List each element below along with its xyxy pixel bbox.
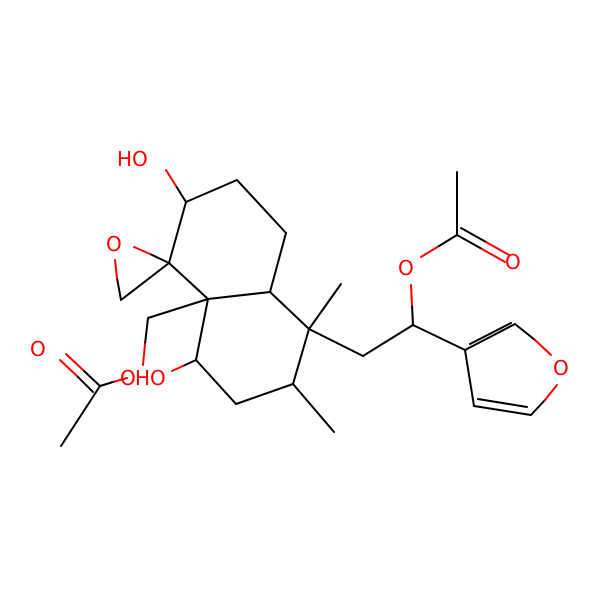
bond	[147, 298, 209, 319]
carbonyl-oxygen-label: O	[30, 337, 46, 361]
bond	[236, 179, 287, 234]
bond	[142, 343, 146, 366]
bond	[168, 262, 209, 300]
hetero-bonds	[59, 169, 558, 416]
bond	[534, 339, 552, 356]
bond	[292, 383, 335, 433]
bond	[207, 291, 271, 300]
bond	[420, 245, 440, 258]
carbon-bonds	[60, 171, 532, 447]
bond	[182, 359, 197, 367]
bond	[477, 398, 528, 408]
bond	[412, 324, 466, 351]
bond	[120, 262, 170, 301]
carbonyl-oxygen-label: O	[505, 250, 521, 274]
bond	[168, 201, 187, 264]
bond	[481, 248, 506, 263]
bond	[175, 185, 187, 203]
bond	[59, 359, 78, 377]
bond	[195, 359, 237, 405]
bond	[195, 298, 209, 361]
bond	[116, 277, 122, 301]
bond	[456, 234, 483, 250]
bond	[464, 323, 516, 351]
furan-oxygen-label: O	[553, 356, 569, 380]
epoxide-oxygen-label: O	[106, 232, 122, 256]
bond	[112, 377, 128, 383]
bond	[165, 169, 177, 187]
bond	[473, 405, 532, 416]
ester-oxygen-label: O	[398, 256, 414, 280]
bond	[269, 291, 310, 330]
hydroxyl-label: HO	[117, 147, 148, 171]
hydroxyl-label: HO	[135, 366, 166, 390]
bond	[530, 399, 546, 416]
bond	[308, 283, 342, 330]
bond	[185, 179, 238, 203]
bond	[144, 317, 149, 345]
bond	[149, 253, 170, 264]
bond	[269, 232, 287, 293]
bond	[99, 381, 114, 387]
bond	[133, 246, 151, 255]
bond	[114, 259, 118, 279]
bond	[460, 227, 487, 243]
bond	[308, 328, 364, 357]
bond	[82, 369, 101, 387]
bond	[485, 241, 510, 256]
bond	[410, 284, 413, 306]
bond	[171, 365, 184, 372]
atom-labels: HO O HO O O O O O	[30, 147, 569, 390]
bond	[65, 353, 84, 371]
bond	[544, 384, 558, 401]
bond	[438, 234, 458, 247]
bond	[235, 383, 294, 405]
bond	[76, 375, 94, 393]
bond	[514, 323, 536, 341]
bond	[60, 385, 101, 447]
ester-oxygen-label: O	[120, 366, 136, 390]
bond	[362, 324, 414, 357]
bond	[411, 304, 414, 326]
bond	[464, 349, 475, 407]
bond	[469, 322, 512, 345]
bond	[292, 328, 310, 385]
